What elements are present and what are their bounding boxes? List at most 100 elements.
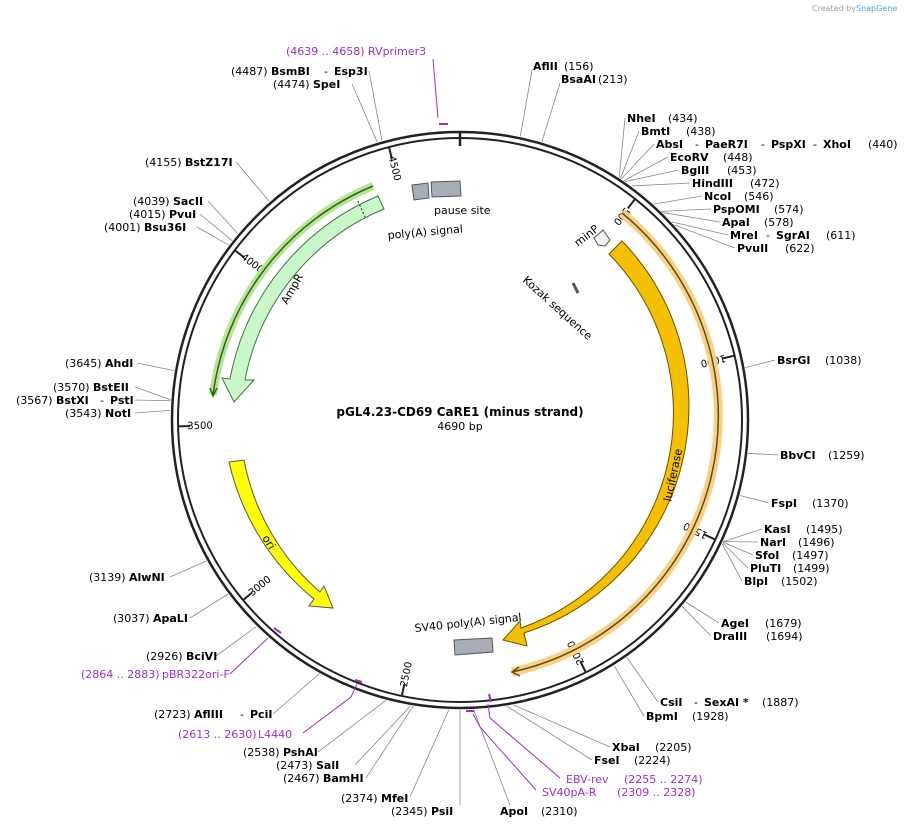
svg-text:FseI: FseI	[594, 754, 620, 767]
kozak-feature[interactable]	[571, 282, 580, 294]
svg-text:XbaI: XbaI	[612, 741, 640, 754]
luciferase-feature[interactable]	[502, 240, 690, 647]
site-label-bstxi[interactable]: (3567) BstXI -PstI	[16, 394, 134, 407]
site-label-bsaai[interactable]: BsaAI(213)	[561, 73, 628, 86]
site-label-pshai[interactable]: (2538)PshAI	[243, 746, 318, 759]
svg-text:(1887): (1887)	[762, 696, 799, 709]
site-label-bcivi[interactable]: (2926)BciVI	[146, 650, 217, 663]
primer-marker-pbr322	[273, 627, 282, 634]
svg-text:ApaI: ApaI	[722, 216, 750, 229]
site-leader-line	[723, 528, 763, 543]
site-label-aflii[interactable]: AflII(156)	[533, 60, 594, 73]
svg-text:(622): (622)	[785, 242, 815, 255]
svg-text:(2723): (2723)	[154, 708, 191, 721]
site-label-apoi[interactable]: ApoI(2310)	[500, 805, 578, 818]
tick-label: 3000	[247, 574, 274, 599]
primer-line-ebvrev	[487, 703, 561, 779]
site-label-pvui[interactable]: (4015)PvuI	[129, 208, 196, 221]
primer-marker-l4440	[354, 679, 363, 683]
primer-label-rvprimer3[interactable]: (4639 .. 4658) RVprimer3	[286, 45, 426, 58]
site-label-hindiii[interactable]: HindIII(472)	[692, 177, 780, 190]
site-label-bsmbi[interactable]: (4487) BsmBI -Esp3I	[231, 65, 368, 78]
site-label-nari[interactable]: NarI(1496)	[760, 536, 835, 549]
primer-label-l4440[interactable]: (2613 .. 2630) L4440	[178, 728, 292, 741]
svg-text:-: -	[766, 229, 770, 242]
site-label-ncoi[interactable]: NcoI(546)	[704, 190, 774, 203]
site-label-fsei[interactable]: FseI (2224)	[594, 754, 671, 767]
site-label-bamhi[interactable]: (2467)BamHI	[283, 772, 364, 785]
svg-text:(3139): (3139)	[89, 571, 126, 584]
ampr-feature[interactable]	[221, 195, 385, 403]
site-label-fspi[interactable]: FspI(1370)	[771, 497, 849, 510]
svg-text:(2224): (2224)	[634, 754, 671, 767]
site-label-draiii[interactable]: DraIII(1694)	[713, 630, 803, 643]
svg-text:BpmI: BpmI	[646, 710, 678, 723]
site-label-sacii[interactable]: (4039)SacII	[133, 195, 203, 208]
site-label-nhei[interactable]: NheI(434)	[627, 112, 698, 125]
svg-text:(611): (611)	[826, 229, 856, 242]
primer-label-ebvrev[interactable]: EBV-rev (2255 .. 2274)	[566, 773, 703, 786]
map-title: pGL4.23-CD69 CaRE1 (minus strand)	[336, 405, 583, 419]
site-label-alwni[interactable]: (3139)AlwNI	[89, 571, 165, 584]
site-label-blpi[interactable]: BlpI(1502)	[744, 575, 818, 588]
pause-site-feature[interactable]	[430, 180, 462, 198]
site-label-apai[interactable]: ApaI(578)	[722, 216, 794, 229]
site-label-bglii[interactable]: BglII(453)	[681, 164, 757, 177]
site-label-noti[interactable]: (3543)NotI	[65, 407, 131, 420]
svg-text:BstEII: BstEII	[93, 381, 129, 394]
sv40-polya-feature[interactable]	[453, 637, 494, 656]
ori-feature[interactable]	[228, 459, 334, 609]
primer-label-sv40par[interactable]: SV40pA-R (2309 .. 2328)	[542, 786, 696, 799]
site-label-bmti[interactable]: BmtI(438)	[641, 125, 716, 138]
site-label-bsrgi[interactable]: BsrGI(1038)	[777, 354, 862, 367]
site-label-bsu36i[interactable]: (4001)Bsu36I	[104, 221, 186, 234]
site-label-pvuii[interactable]: PvuII(622)	[737, 242, 815, 255]
minp-feature[interactable]	[593, 229, 611, 247]
primer-line-l4440	[302, 683, 358, 734]
svg-text:(2310): (2310)	[541, 805, 578, 818]
primer-label-pbr322[interactable]: (2864 .. 2883) pBR322ori-F	[81, 668, 230, 681]
svg-text:(1928): (1928)	[692, 710, 729, 723]
site-leader-line	[506, 705, 593, 761]
site-label-pluti[interactable]: PluTI(1499)	[750, 562, 830, 575]
site-label-bstz17i[interactable]: (4155)BstZ17I	[145, 156, 233, 169]
svg-text:PshAI: PshAI	[283, 746, 318, 759]
ampr-halo-line	[212, 185, 374, 396]
site-label-bsteii[interactable]: (3570)BstEII	[53, 381, 129, 394]
site-label-spei[interactable]: (4474)SpeI	[273, 78, 340, 91]
site-label-mfei[interactable]: (2374)MfeI	[341, 792, 408, 805]
svg-text:(4639 .. 4658): (4639 .. 4658)	[286, 45, 365, 58]
polya-signal-feature[interactable]	[411, 182, 430, 201]
site-leader-line	[613, 665, 645, 717]
svg-text:(3645): (3645)	[65, 357, 102, 370]
site-leader-line	[134, 409, 171, 414]
site-label-xbai[interactable]: XbaI(2205)	[612, 741, 692, 754]
svg-text:SalI: SalI	[316, 759, 339, 772]
site-label-sfoi[interactable]: SfoI(1497)	[755, 549, 829, 562]
site-leader-line	[354, 705, 411, 766]
site-label-bpmi[interactable]: BpmI (1928)	[646, 710, 729, 723]
site-label-mrei[interactable]: MreI -SgrAI (611)	[730, 229, 856, 242]
site-label-csii[interactable]: CsiI -SexAI * (1887)	[660, 696, 799, 709]
site-label-afliii[interactable]: (2723) AflIII -PciI	[154, 708, 272, 721]
svg-text:ApaLI: ApaLI	[153, 612, 188, 625]
site-label-apali[interactable]: (3037)ApaLI	[113, 612, 188, 625]
site-label-pspomi[interactable]: PspOMI(574)	[713, 203, 804, 216]
svg-text:BlpI: BlpI	[744, 575, 768, 588]
site-leader-line	[722, 542, 749, 569]
svg-text:-: -	[324, 65, 328, 78]
site-label-ecorv[interactable]: EcoRV(448)	[670, 151, 753, 164]
svg-text:BsaAI: BsaAI	[561, 73, 596, 86]
site-label-kasi[interactable]: KasI(1495)	[764, 523, 843, 536]
svg-text:NheI: NheI	[627, 112, 656, 125]
site-label-psii[interactable]: (2345)PsiI	[391, 805, 453, 818]
svg-text:(472): (472)	[750, 177, 780, 190]
svg-text:(4039): (4039)	[133, 195, 170, 208]
luciferase-halo-line	[511, 212, 720, 673]
site-label-ahdi[interactable]: (3645)AhdI	[65, 357, 133, 370]
site-label-sali[interactable]: (2473)SalI	[276, 759, 339, 772]
tick-mark	[387, 146, 393, 159]
site-label-agei[interactable]: AgeI(1679)	[721, 617, 802, 630]
site-label-bbvci[interactable]: BbvCI(1259)	[780, 449, 865, 462]
site-label-absi[interactable]: AbsI -PaeR7I -PspXI -XhoI (440)	[656, 138, 898, 151]
